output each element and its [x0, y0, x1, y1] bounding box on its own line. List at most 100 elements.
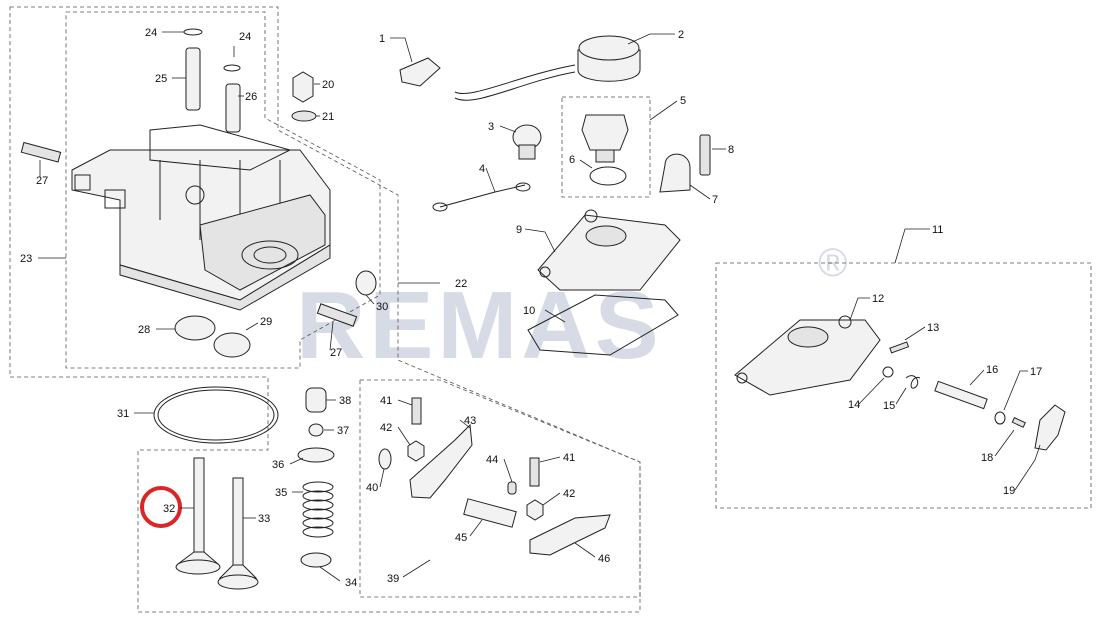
callout-2: 2	[678, 29, 684, 41]
wire-4-eyelet-right	[515, 182, 531, 192]
callout-3: 3	[488, 121, 494, 133]
adjust-screw-41-right	[529, 457, 540, 487]
rocker-shaft-45	[463, 498, 517, 528]
valve-seat-28	[174, 315, 216, 341]
exhaust-valve-33	[217, 477, 259, 590]
o-ring-6	[589, 166, 627, 186]
callout-25: 25	[155, 73, 167, 85]
group-box-rocker-arms	[359, 379, 641, 598]
o-ring-17	[994, 411, 1006, 425]
nut-42-right	[526, 499, 544, 521]
valve-collet-37	[308, 423, 324, 437]
callout-12: 12	[872, 293, 884, 305]
callout-9: 9	[516, 224, 522, 236]
callout-36: 36	[272, 459, 284, 471]
o-ring-24-left	[183, 28, 203, 36]
washer-21	[291, 110, 317, 122]
callout-24: 24	[145, 27, 157, 39]
callout-43: 43	[464, 415, 476, 427]
callout-30: 30	[376, 301, 388, 313]
pin-13	[889, 341, 910, 354]
callout-15: 15	[883, 400, 895, 412]
head-gasket-31-inner	[157, 389, 275, 441]
stud-27-lower	[316, 303, 358, 327]
callout-31: 31	[117, 408, 129, 420]
oil-fill-plug-3	[512, 124, 542, 160]
breather-hose	[454, 64, 576, 94]
callout-37: 37	[337, 425, 349, 437]
group-box-breather	[561, 96, 651, 198]
head-gasket-31	[153, 386, 279, 444]
callout-33: 33	[258, 513, 270, 525]
callout-32: 32	[163, 503, 175, 515]
callout-27: 27	[330, 347, 342, 359]
clip-14	[882, 366, 894, 378]
callout-26: 26	[245, 91, 257, 103]
callout-41: 41	[380, 395, 392, 407]
spring-retainer-34	[300, 552, 332, 568]
callout-16: 16	[986, 364, 998, 376]
rocker-arm-46	[529, 514, 611, 556]
callout-42: 42	[563, 488, 575, 500]
spring-retainer-36	[297, 447, 335, 463]
callout-40: 40	[366, 482, 378, 494]
callout-42: 42	[380, 422, 392, 434]
valve-spring-35	[302, 481, 334, 538]
callout-17: 17	[1030, 366, 1042, 378]
callout-5: 5	[680, 95, 686, 107]
callout-34: 34	[345, 577, 357, 589]
guide-pin-25	[185, 47, 201, 111]
pin-18	[1011, 416, 1026, 428]
callout-35: 35	[275, 487, 287, 499]
callout-20: 20	[322, 79, 334, 91]
adjust-screw-41-left	[411, 397, 422, 425]
plug-30	[355, 270, 377, 296]
bolt-8	[699, 134, 711, 176]
valve-seat-29	[213, 332, 251, 358]
callout-13: 13	[927, 322, 939, 334]
breather-valve-5	[581, 114, 629, 163]
o-ring-24-right	[223, 64, 241, 72]
group-box-head-inner	[65, 11, 381, 369]
valve-stem-seal-38	[305, 387, 327, 413]
wire-4	[439, 184, 526, 208]
callout-46: 46	[598, 553, 610, 565]
breather-hose-outer	[454, 71, 576, 101]
callout-23: 23	[20, 253, 32, 265]
callout-24: 24	[239, 31, 251, 43]
washer-40	[378, 448, 392, 470]
intake-valve-32	[175, 457, 221, 575]
group-box-valve-cover-kit	[715, 262, 1092, 509]
callout-18: 18	[981, 452, 993, 464]
cylinder-head	[71, 124, 331, 311]
callout-28: 28	[138, 324, 150, 336]
shaft-16	[934, 380, 988, 410]
callout-39: 39	[387, 573, 399, 585]
stud-27-left	[20, 141, 62, 163]
clip-1	[399, 57, 441, 87]
highlight-ring-part-32	[140, 486, 182, 528]
callout-4: 4	[479, 163, 485, 175]
leader-lines	[38, 31, 1041, 582]
callout-7: 7	[712, 194, 718, 206]
callout-41: 41	[563, 452, 575, 464]
guide-pin-26	[225, 83, 241, 133]
wire-4-eyelet-left	[432, 202, 448, 212]
rocker-arm-43	[409, 423, 473, 499]
breather-cap-2	[577, 35, 641, 82]
nut-42-left	[407, 440, 425, 462]
callout-14: 14	[848, 399, 860, 411]
bracket-7	[659, 153, 691, 193]
callout-29: 29	[260, 316, 272, 328]
callout-10: 10	[523, 305, 535, 317]
spring-15	[905, 375, 921, 389]
valve-cover-12	[734, 315, 881, 396]
nut-20	[292, 71, 314, 103]
callout-6: 6	[569, 154, 575, 166]
callout-22: 22	[455, 278, 467, 290]
callout-45: 45	[455, 532, 467, 544]
callout-19: 19	[1003, 485, 1015, 497]
valve-cover-9	[537, 209, 681, 291]
callout-labels: 24 24 25 26 20 21 27 23 28 29 27 30 22 3…	[20, 27, 1042, 589]
